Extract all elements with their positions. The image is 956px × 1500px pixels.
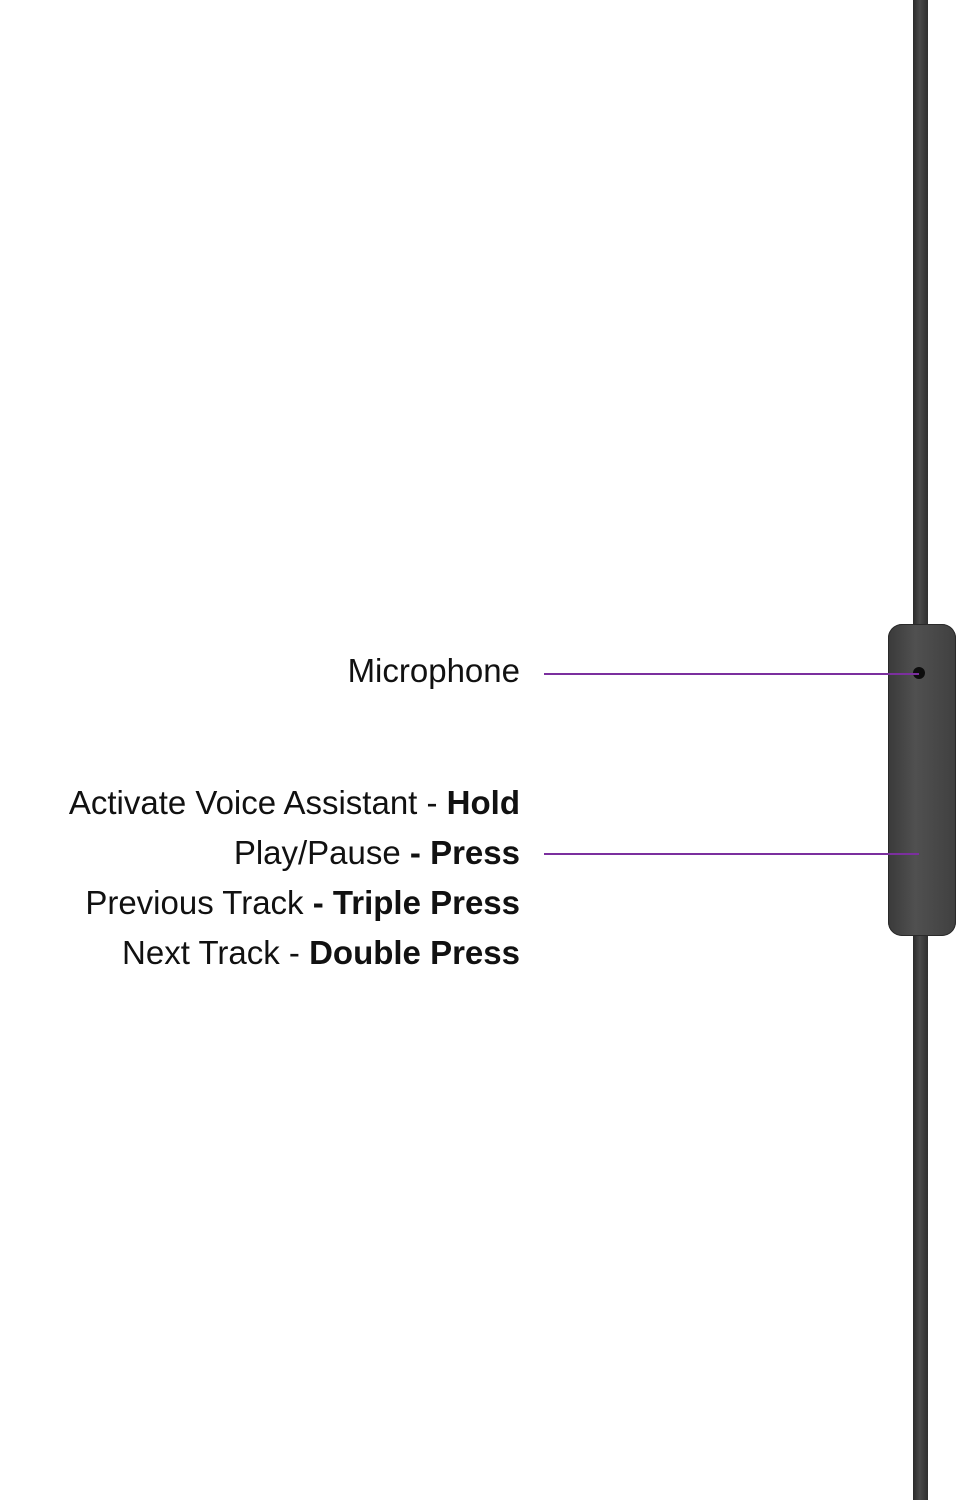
control-separator: - xyxy=(279,934,310,971)
microphone-leader-line xyxy=(544,673,919,675)
control-gesture: Double Press xyxy=(309,934,520,971)
control-gesture: Triple Press xyxy=(332,884,520,921)
control-action: Previous Track xyxy=(85,884,304,921)
control-separator: - xyxy=(303,884,333,921)
buttons-leader-line xyxy=(544,853,919,855)
control-previous-track: Previous Track - Triple Press xyxy=(85,878,520,928)
control-voice-assistant: Activate Voice Assistant - Hold xyxy=(69,778,520,828)
control-next-track: Next Track - Double Press xyxy=(122,928,520,978)
control-action: Play/Pause xyxy=(233,834,401,871)
control-action: Next Track xyxy=(122,934,280,971)
control-play-pause: Play/Pause - Press xyxy=(234,828,520,878)
control-gesture: Press xyxy=(430,834,520,871)
control-separator: - xyxy=(400,834,431,871)
microphone-label: Microphone xyxy=(347,652,520,689)
control-action: Activate Voice Assistant xyxy=(68,784,418,821)
control-separator: - xyxy=(417,784,447,821)
control-gesture: Hold xyxy=(446,784,520,821)
microphone-hole-icon xyxy=(913,667,925,679)
